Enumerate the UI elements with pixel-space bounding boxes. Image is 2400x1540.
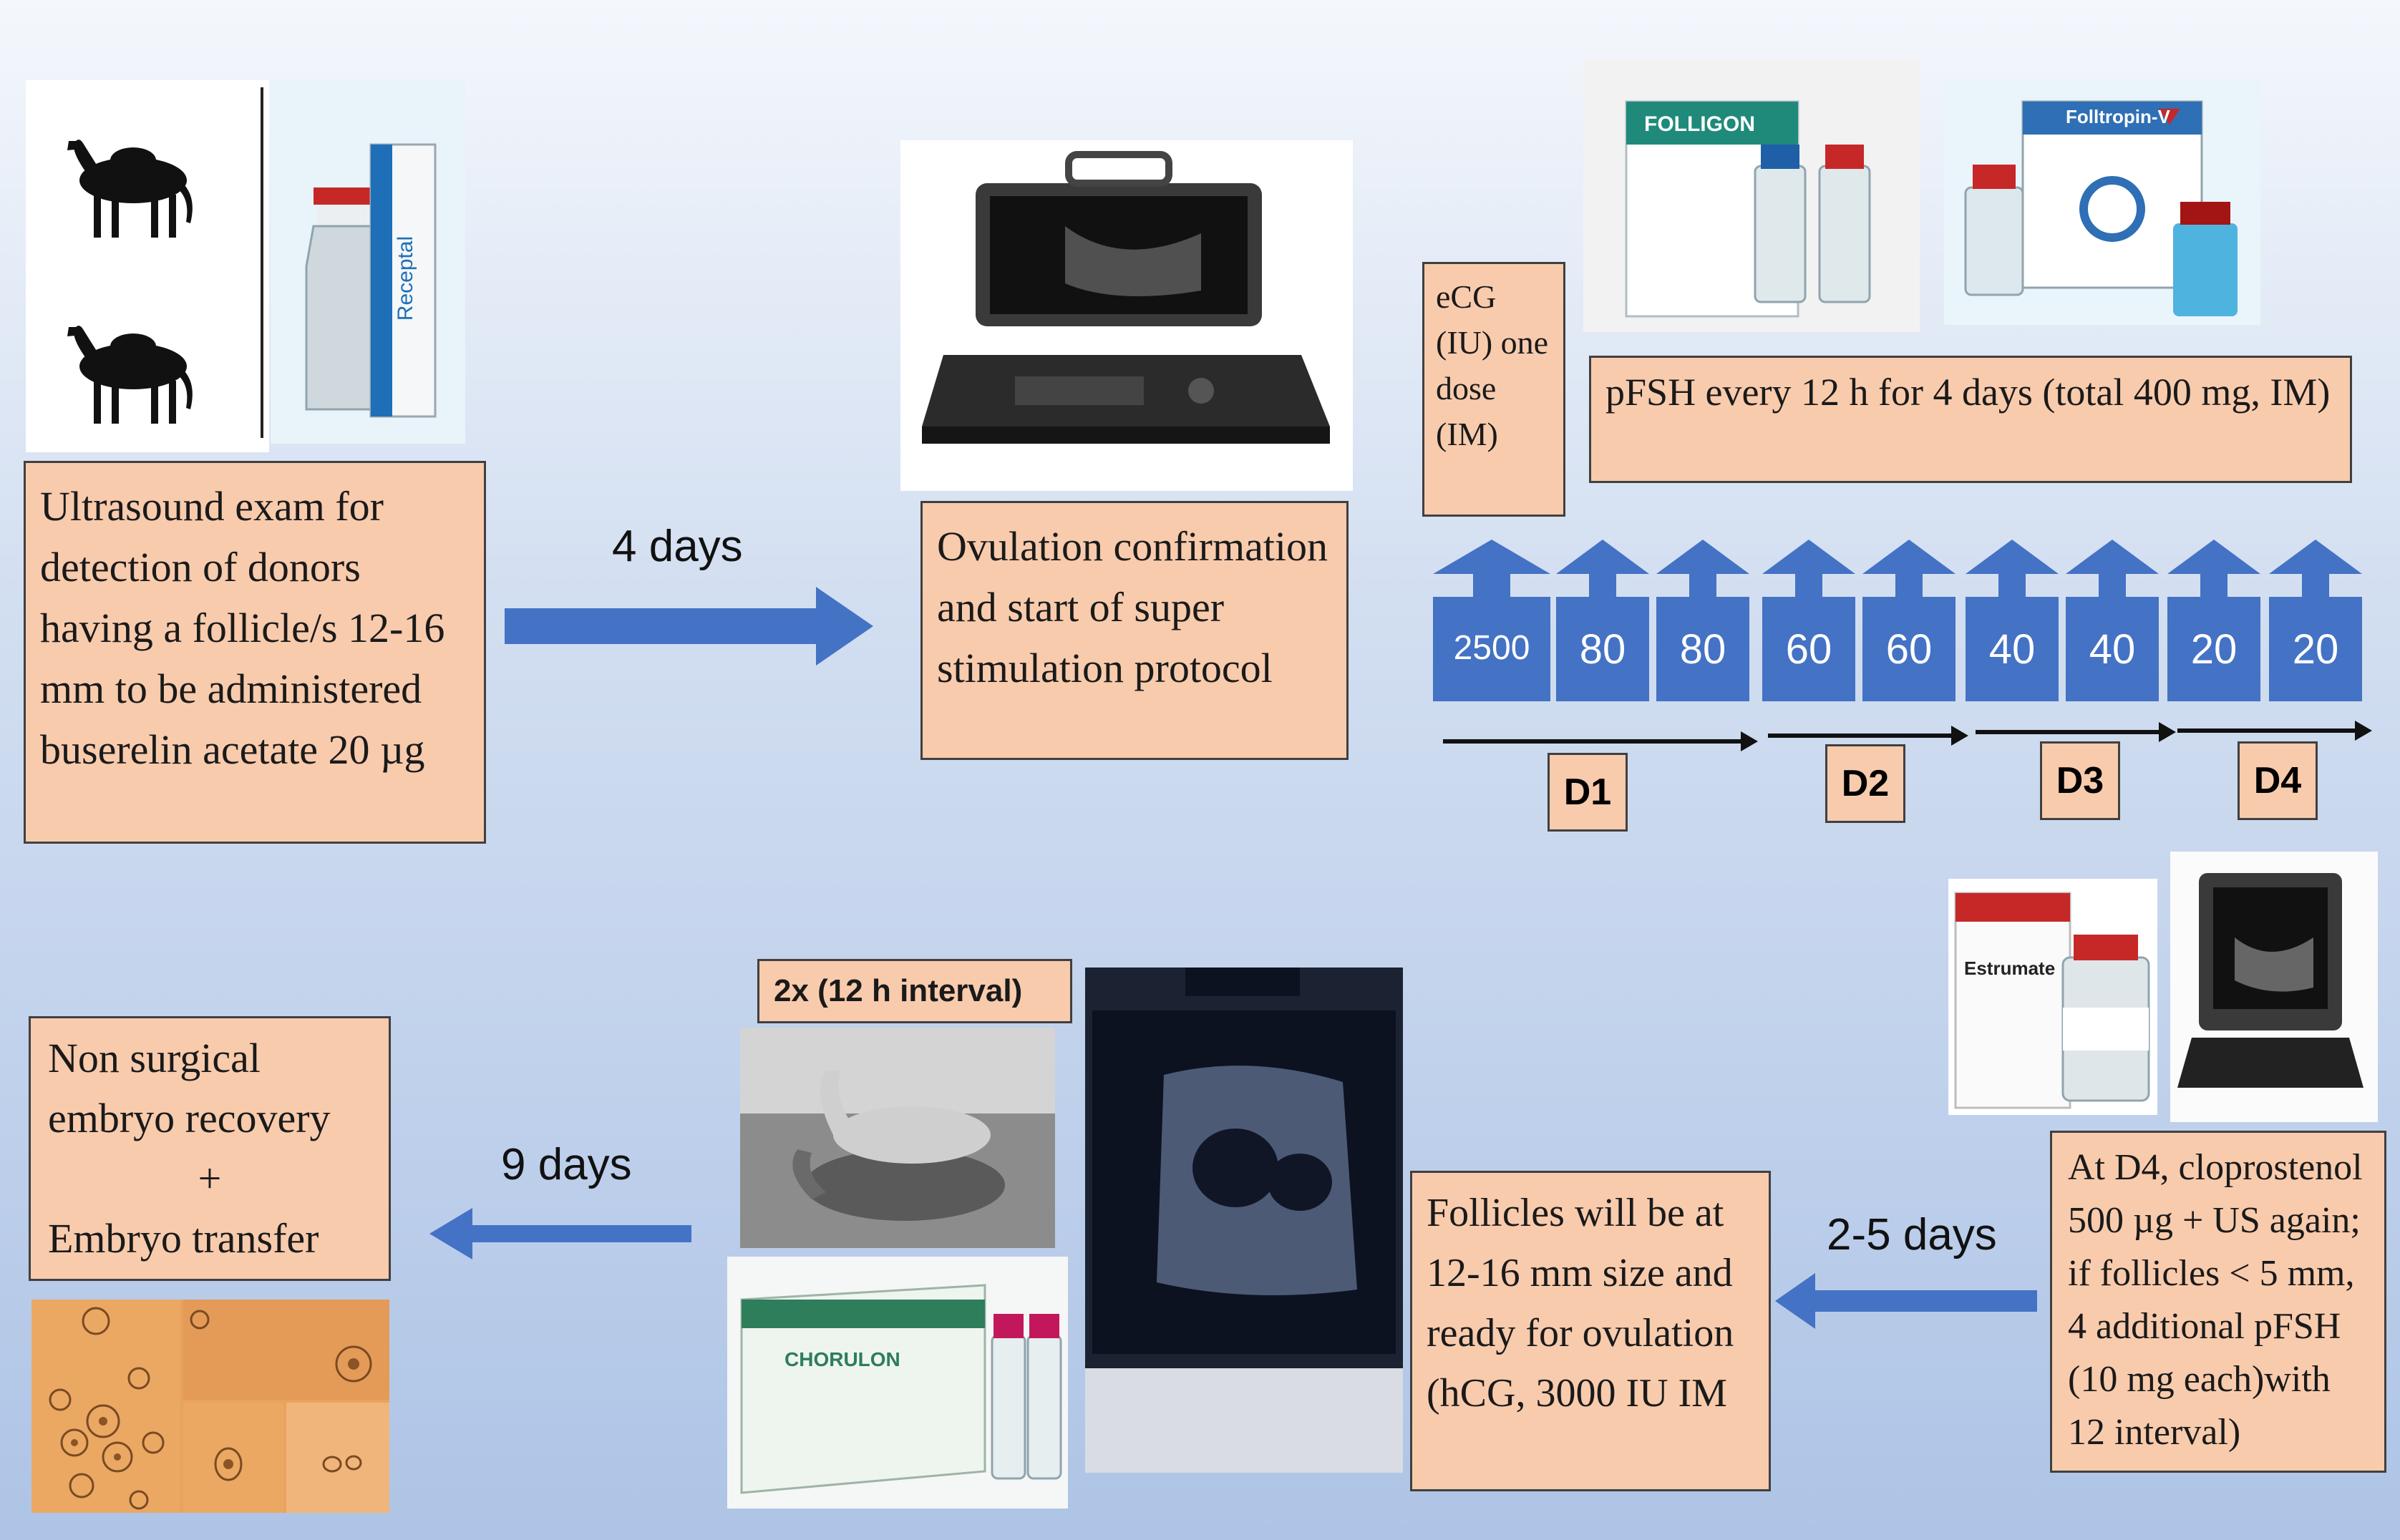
embryo-transfer-line: Embryo transfer — [48, 1215, 319, 1262]
ecg-dose-text: eCG (IU) one dose (IM) — [1436, 278, 1549, 452]
dose-arrow-5: 60 — [1861, 538, 1957, 703]
receptal-label: Receptal — [394, 235, 418, 321]
estrumate-label: Estrumate — [1964, 957, 2056, 979]
camel-icon — [67, 140, 193, 238]
dose-value: 60 — [1785, 626, 1832, 673]
arrow-label-9-days: 9 days — [501, 1140, 632, 1189]
step-d4-cloprostenol-text: At D4, cloprostenol 500 µg + US again; i… — [2068, 1147, 2363, 1453]
embryo-microscopy-collage — [31, 1300, 389, 1513]
dose-value: 80 — [1679, 626, 1726, 673]
day-line-d4 — [2177, 728, 2358, 733]
day-arrowhead — [1951, 726, 1968, 746]
step-ovulation-confirmation: Ovulation confirmation and start of supe… — [920, 501, 1349, 760]
chorulon-label: CHORULON — [784, 1348, 900, 1370]
portable-ultrasound-photo — [2170, 852, 2378, 1122]
day-line-d1 — [1443, 739, 1744, 744]
ultrasound-device-photo — [900, 140, 1353, 491]
arrow-left-2-5-days — [1775, 1273, 2037, 1329]
step-ultrasound-exam: Ultrasound exam for detection of donors … — [24, 461, 486, 844]
step-follicles-ready: Follicles will be at 12-16 mm size and r… — [1410, 1171, 1771, 1491]
dose-value: 40 — [2089, 626, 2136, 673]
dose-arrow-7: 40 — [2064, 538, 2160, 703]
estrumate-product-photo: Estrumate — [1948, 879, 2157, 1115]
step-ovulation-confirmation-text: Ovulation confirmation and start of supe… — [937, 523, 1328, 691]
embryo-recovery-line: Non surgical embryo recovery — [48, 1035, 331, 1141]
folltropin-product-photo: Folltropin-V — [1944, 80, 2260, 325]
day-line-d3 — [1976, 730, 2162, 734]
dose-value: 60 — [1885, 626, 1933, 673]
step-follicles-ready-text: Follicles will be at 12-16 mm size and r… — [1427, 1191, 1734, 1415]
mating-interval-label: 2x (12 h interval) — [757, 959, 1072, 1023]
ecg-dose-box: eCG (IU) one dose (IM) — [1422, 262, 1565, 517]
arrow-label-4-days: 4 days — [612, 522, 743, 571]
dose-arrow-6: 40 — [1964, 538, 2060, 703]
dose-arrow-1: 2500 — [1432, 538, 1552, 703]
ultrasound-scan-photo — [1085, 968, 1403, 1473]
folligon-label: FOLLIGON — [1644, 112, 1755, 136]
day-arrowhead — [2355, 721, 2372, 741]
day-arrowhead — [1741, 731, 1758, 751]
receptal-product-photo: Receptal — [271, 80, 465, 444]
pfsh-schedule-text: pFSH every 12 h for 4 days (total 400 mg… — [1605, 371, 2331, 414]
dose-value: 40 — [1988, 626, 2036, 673]
dose-arrow-9: 20 — [2268, 538, 2363, 703]
mating-interval-text: 2x (12 h interval) — [774, 973, 1023, 1008]
day-line-d2 — [1768, 734, 1954, 738]
chorulon-product-photo: CHORULON — [727, 1257, 1068, 1509]
plus-sign: + — [198, 1155, 222, 1202]
day-arrowhead — [2159, 722, 2176, 742]
camel-mating-photo — [740, 1028, 1055, 1248]
camel-pictogram-panel — [26, 80, 269, 452]
pfsh-schedule-box: pFSH every 12 h for 4 days (total 400 mg… — [1589, 356, 2352, 483]
dose-arrow-4: 60 — [1761, 538, 1857, 703]
day-label-d2: D2 — [1825, 744, 1905, 823]
dose-arrow-8: 20 — [2166, 538, 2262, 703]
step-ultrasound-exam-text: Ultrasound exam for detection of donors … — [40, 483, 445, 773]
step-d4-cloprostenol: At D4, cloprostenol 500 µg + US again; i… — [2050, 1131, 2386, 1473]
dose-arrow-3: 80 — [1655, 538, 1751, 703]
arrow-left-9-days — [429, 1208, 691, 1259]
arrow-right-4-days — [505, 587, 873, 666]
dose-value: 20 — [2292, 626, 2339, 673]
folltropin-label: Folltropin-V — [2066, 106, 2170, 127]
step-embryo-recovery-transfer: Non surgical embryo recovery + Embryo tr… — [29, 1016, 391, 1281]
dose-value: 20 — [2190, 626, 2238, 673]
dose-value: 80 — [1579, 626, 1626, 673]
day-label-d4: D4 — [2238, 741, 2318, 820]
arrow-label-2-5-days: 2-5 days — [1827, 1210, 1997, 1259]
camel-icon — [67, 326, 193, 424]
dose-arrow-2: 80 — [1555, 538, 1651, 703]
folligon-product-photo: FOLLIGON — [1583, 59, 1920, 332]
dose-value: 2500 — [1453, 629, 1530, 667]
day-label-d3: D3 — [2040, 741, 2120, 820]
day-label-d1: D1 — [1548, 753, 1628, 832]
